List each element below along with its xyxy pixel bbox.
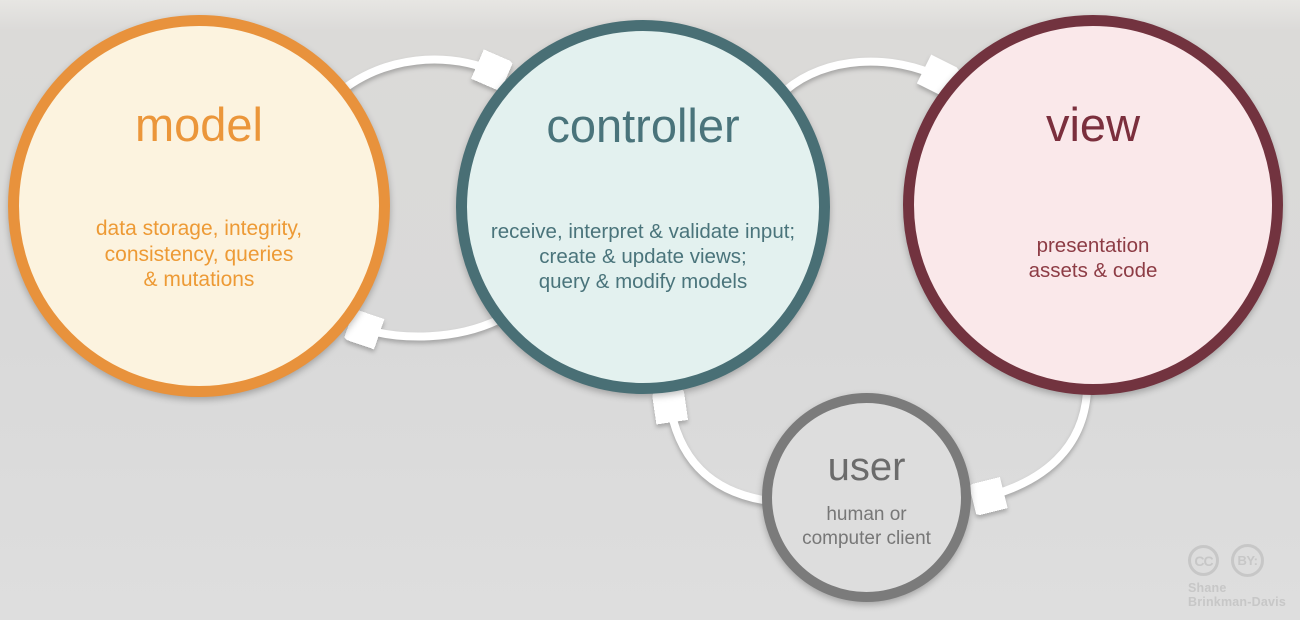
node-view: view presentation assets & code	[903, 15, 1283, 395]
cc-icon-label: CC	[1194, 552, 1213, 569]
cc-icon: CC	[1188, 545, 1219, 576]
node-controller-title: controller	[546, 99, 740, 152]
node-view-title: view	[1045, 98, 1141, 151]
arrow-user-to-controller	[669, 400, 767, 504]
node-model-title: model	[134, 98, 263, 151]
node-controller-desc-line: receive, interpret & validate input;	[490, 220, 796, 243]
node-model: model data storage, integrity, consisten…	[8, 15, 390, 397]
node-view-desc-line: presentation	[1036, 234, 1150, 257]
license-attribution: CC BY: Shane Brinkman-Davis	[1188, 544, 1292, 609]
arrow-model-to-controller	[337, 60, 498, 95]
arrow-controller-to-model	[358, 320, 502, 337]
node-model-desc-line: & mutations	[143, 268, 255, 291]
node-user-desc-line: human or	[826, 504, 907, 525]
node-view-description: presentation assets & code	[914, 233, 1272, 283]
node-model-description: data storage, integrity, consistency, qu…	[19, 216, 379, 293]
node-controller-desc-line: query & modify models	[538, 270, 748, 293]
by-icon: BY:	[1231, 544, 1264, 577]
node-user-desc-line: computer client	[802, 528, 931, 549]
by-icon-label: BY:	[1237, 553, 1258, 568]
node-controller: controller receive, interpret & validate…	[456, 20, 830, 394]
license-badges: CC BY:	[1188, 544, 1292, 577]
node-user-title: user	[827, 445, 906, 489]
node-model-desc-line: data storage, integrity,	[95, 217, 303, 240]
arrow-controller-to-view	[782, 62, 944, 90]
node-model-desc-line: consistency, queries	[104, 242, 294, 266]
node-controller-description: receive, interpret & validate input; cre…	[467, 219, 819, 294]
node-controller-desc-line: create & update views;	[539, 245, 747, 268]
node-user-description: human or computer client	[772, 503, 961, 551]
author-first-name: Shane	[1188, 581, 1227, 595]
author-name: Shane Brinkman-Davis	[1188, 581, 1292, 609]
author-last-name: Brinkman-Davis	[1188, 594, 1286, 609]
arrow-view-to-user	[982, 388, 1091, 498]
node-view-desc-line: assets & code	[1028, 259, 1158, 282]
node-user: user human or computer client	[762, 393, 971, 602]
